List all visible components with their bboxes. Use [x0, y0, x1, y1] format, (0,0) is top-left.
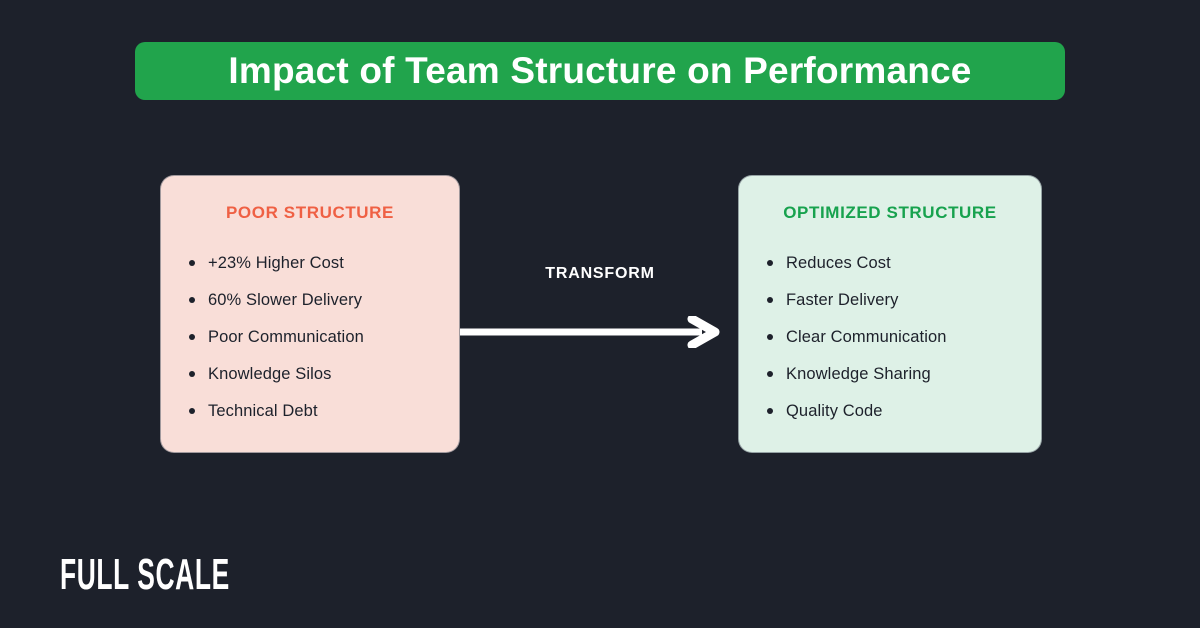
list-item-label: Quality Code	[786, 402, 883, 420]
bullet-dot-icon	[767, 371, 773, 377]
list-item: Clear Communication	[767, 326, 1031, 348]
list-item-label: Faster Delivery	[786, 291, 899, 309]
optimized-structure-list: Reduces Cost Faster Delivery Clear Commu…	[739, 252, 1041, 422]
list-item-label: Knowledge Silos	[208, 365, 332, 383]
bullet-dot-icon	[767, 297, 773, 303]
title-banner: Impact of Team Structure on Performance	[135, 42, 1065, 100]
list-item-label: Knowledge Sharing	[786, 365, 931, 383]
bullet-dot-icon	[189, 260, 195, 266]
list-item-label: 60% Slower Delivery	[208, 291, 363, 309]
list-item-label: Clear Communication	[786, 328, 947, 346]
bullet-dot-icon	[767, 408, 773, 414]
list-item: Poor Communication	[189, 326, 449, 348]
page-title: Impact of Team Structure on Performance	[228, 50, 972, 91]
list-item: +23% Higher Cost	[189, 252, 449, 274]
list-item-label: +23% Higher Cost	[208, 254, 344, 272]
list-item: Quality Code	[767, 400, 1031, 422]
list-item: Faster Delivery	[767, 289, 1031, 311]
list-item: Knowledge Sharing	[767, 363, 1031, 385]
list-item-label: Reduces Cost	[786, 254, 891, 272]
list-item: Knowledge Silos	[189, 363, 449, 385]
transform-label: TRANSFORM	[545, 265, 655, 282]
optimized-structure-heading: OPTIMIZED STRUCTURE	[783, 203, 997, 222]
right-arrow-icon	[460, 316, 720, 348]
poor-structure-heading: POOR STRUCTURE	[225, 203, 394, 222]
poor-structure-list: +23% Higher Cost 60% Slower Delivery Poo…	[161, 252, 459, 422]
bullet-dot-icon	[189, 334, 195, 340]
list-item: 60% Slower Delivery	[189, 289, 449, 311]
list-item: Reduces Cost	[767, 252, 1031, 274]
optimized-structure-card: OPTIMIZED STRUCTURE Reduces Cost Faster …	[738, 175, 1042, 453]
bullet-dot-icon	[189, 371, 195, 377]
bullet-dot-icon	[767, 260, 773, 266]
poor-structure-card: POOR STRUCTURE +23% Higher Cost 60% Slow…	[160, 175, 460, 453]
list-item: Technical Debt	[189, 400, 449, 422]
bullet-dot-icon	[189, 408, 195, 414]
bullet-dot-icon	[767, 334, 773, 340]
list-item-label: Poor Communication	[208, 328, 364, 346]
bullet-dot-icon	[189, 297, 195, 303]
list-item-label: Technical Debt	[208, 402, 318, 420]
full-scale-logo: FULL SCALE	[60, 550, 230, 599]
